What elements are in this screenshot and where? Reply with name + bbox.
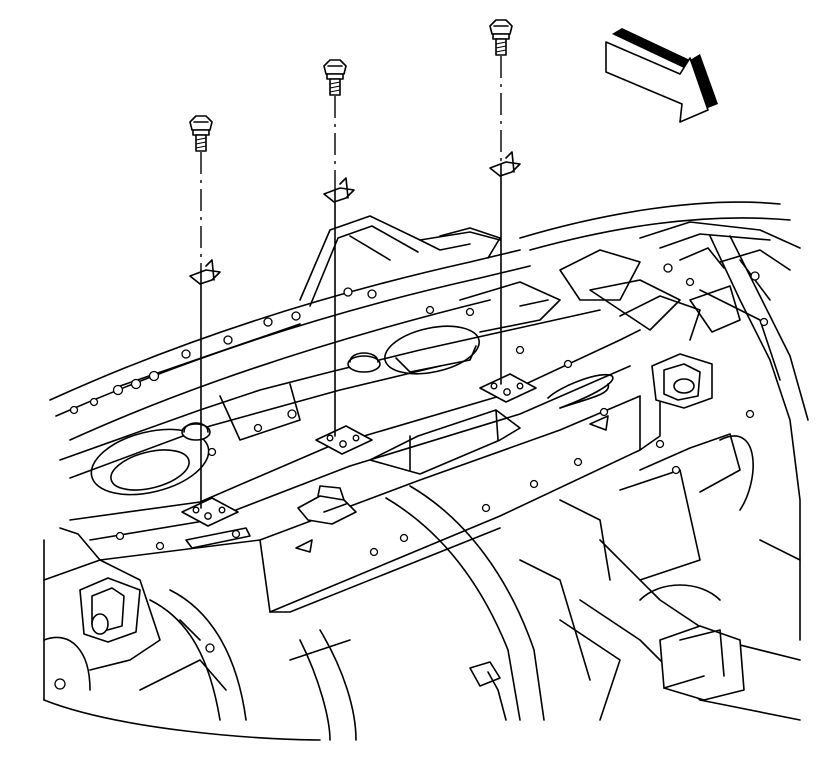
washer-center <box>323 177 355 203</box>
washer-right <box>489 151 521 177</box>
seat-belt-left <box>149 589 357 741</box>
bolt-right <box>489 19 513 385</box>
forward-arrow-icon <box>605 28 718 123</box>
cross-member <box>59 329 661 613</box>
floor-pan <box>59 281 601 496</box>
seat-belt-webbing <box>385 485 545 721</box>
washer-left <box>189 259 221 285</box>
rear-body-panel <box>519 201 809 561</box>
bolt-left <box>189 115 213 509</box>
mounting-bracket-right <box>479 373 537 403</box>
mounting-bracket-left <box>181 497 239 527</box>
mounting-bracket-center <box>315 425 373 455</box>
center-clip <box>297 485 357 525</box>
rear-shelf-panel <box>49 215 531 441</box>
right-lower-structure <box>519 353 801 721</box>
bolt-center <box>323 59 347 437</box>
left-lower-structure <box>43 539 321 741</box>
